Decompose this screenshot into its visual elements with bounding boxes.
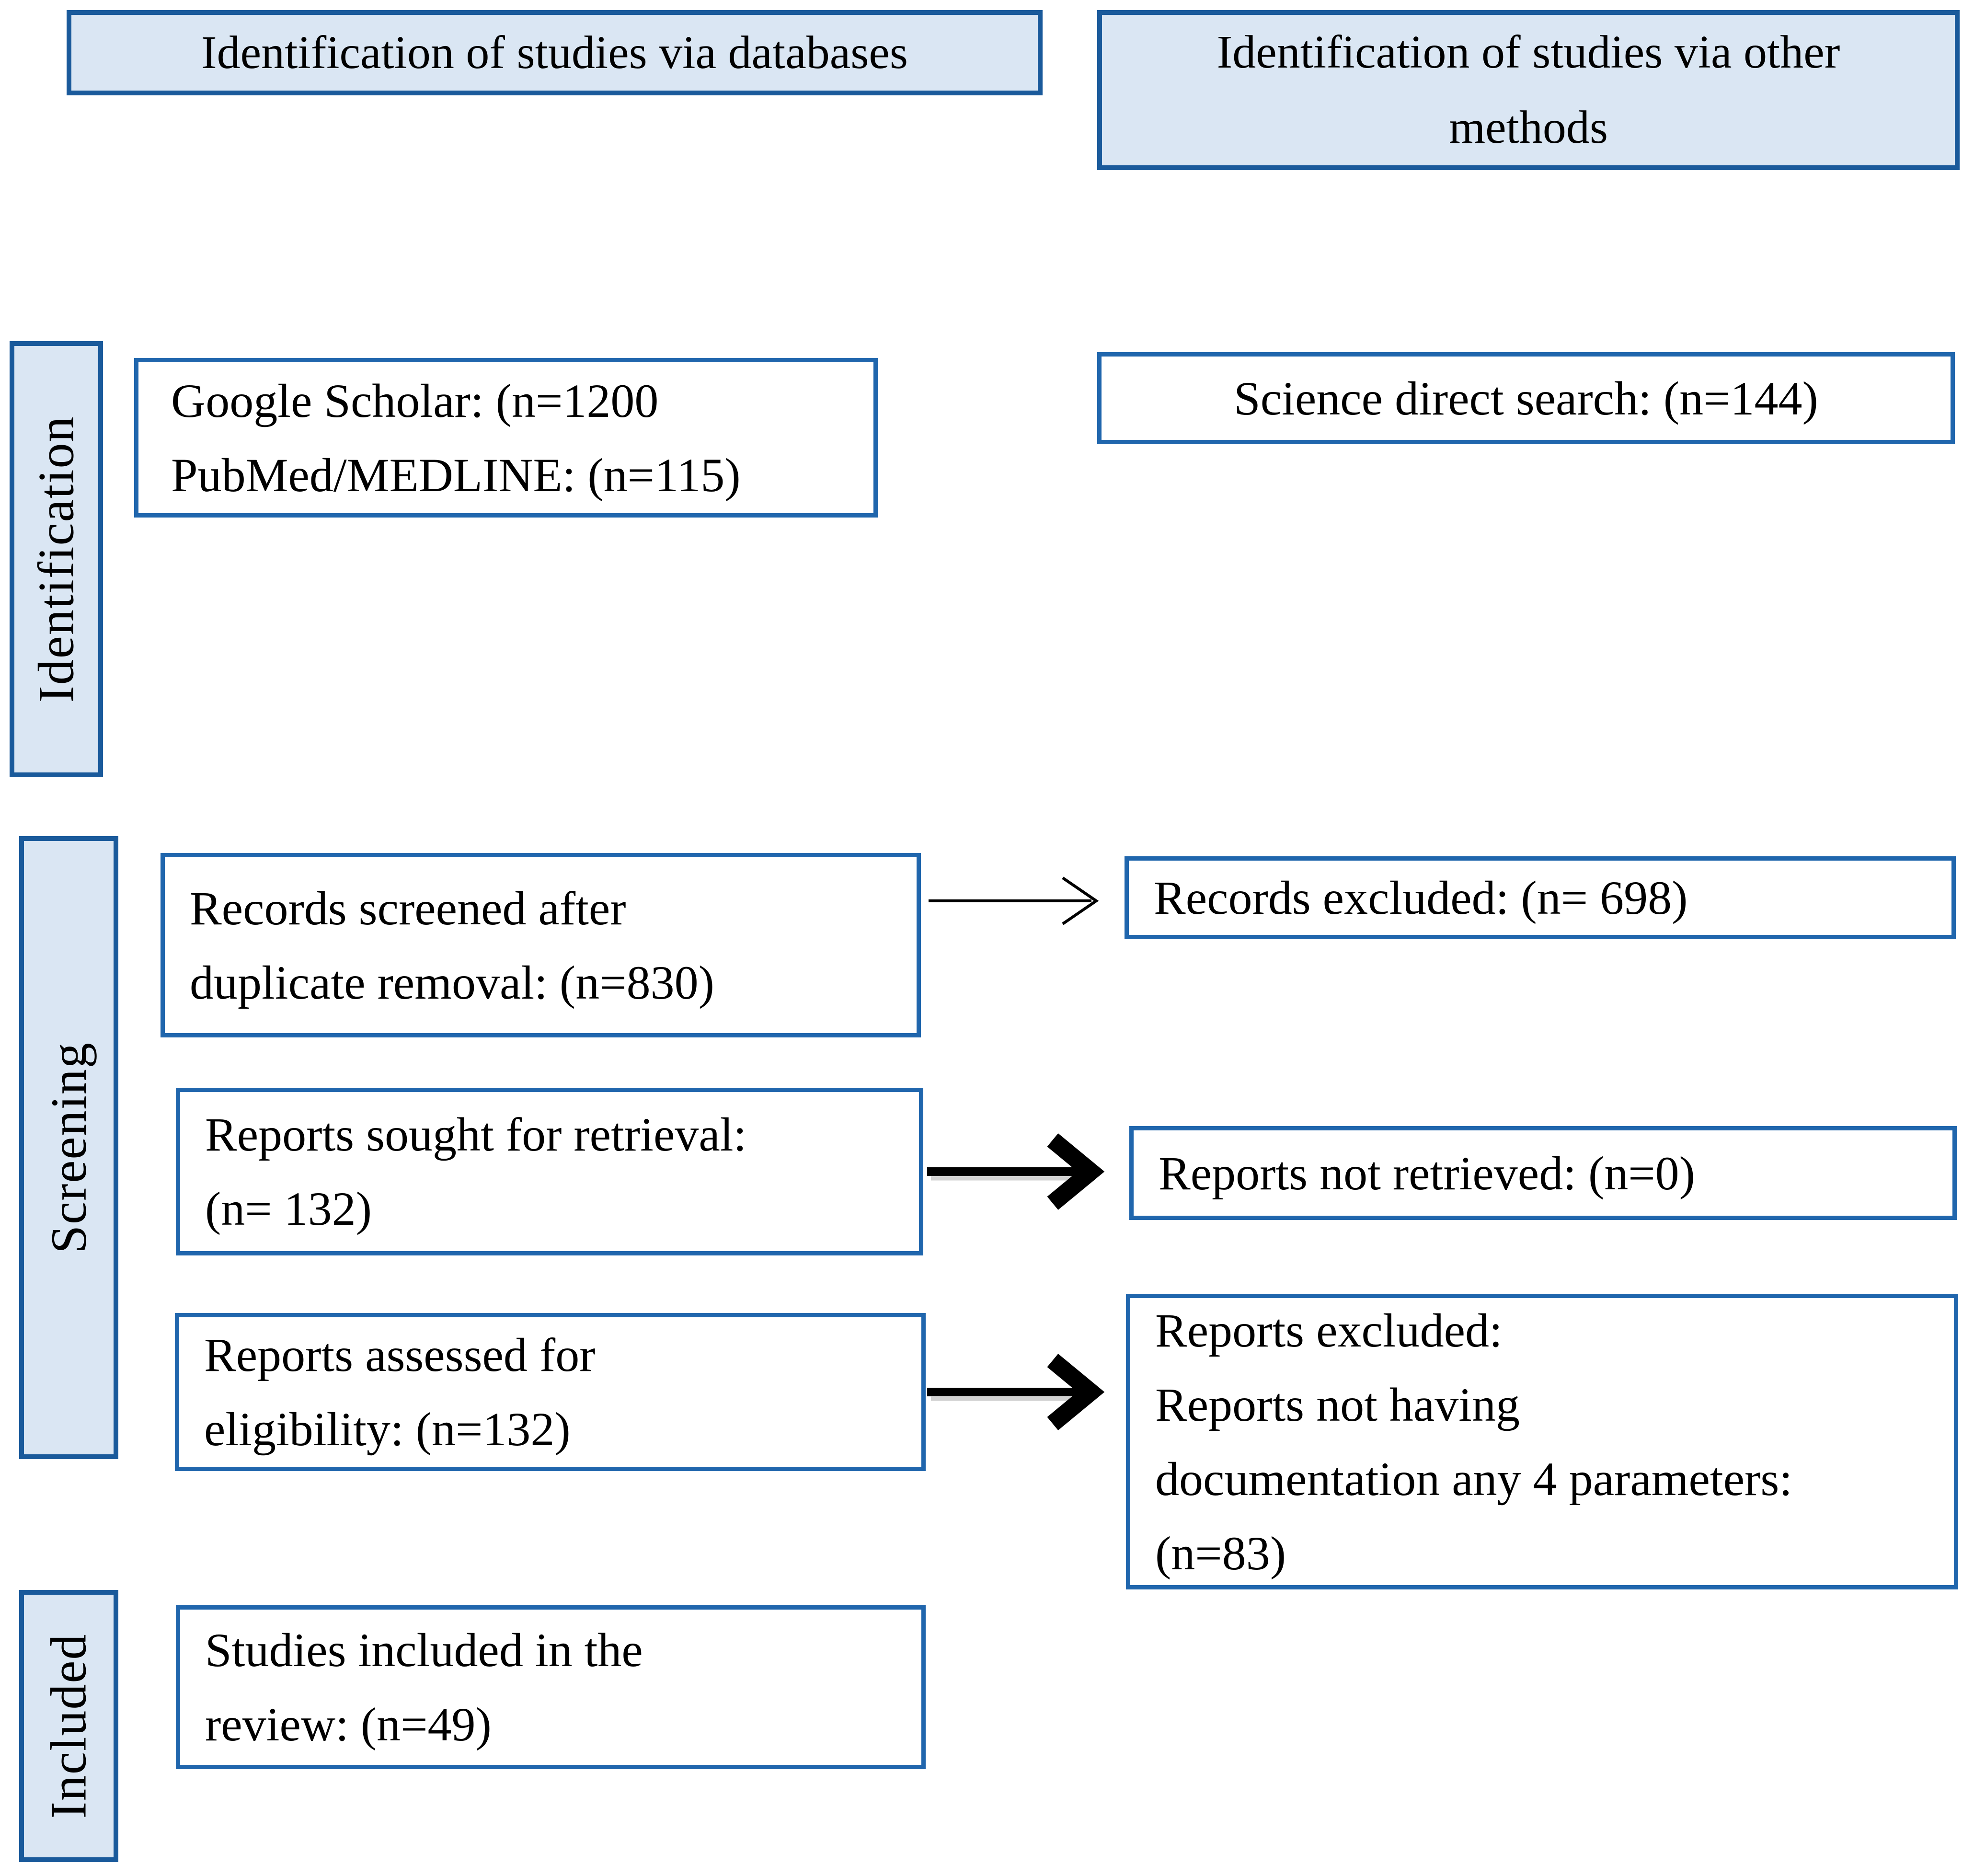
box-records-screened: Records screened after duplicate removal… (161, 853, 921, 1037)
box-records-screened-text: Records screened after duplicate removal… (190, 881, 714, 1009)
sidebar-identification-label: Identification (28, 415, 84, 703)
sidebar-screening: Screening (19, 836, 118, 1459)
thick-right-arrow-icon (927, 1133, 1105, 1210)
box-records-excluded-text: Records excluded: (n= 698) (1154, 871, 1688, 924)
header-databases: Identification of studies via databases (67, 10, 1043, 95)
sidebar-included: Included (19, 1590, 118, 1862)
thick-right-arrow-icon (927, 1354, 1105, 1430)
box-reports-excluded-text: Reports excluded: Reports not having doc… (1155, 1303, 1793, 1580)
box-reports-sought-text: Reports sought for retrieval: (n= 132) (205, 1108, 747, 1235)
header-other-methods-label: Identification of studies via other meth… (1217, 26, 1840, 153)
box-other-search: Science direct search: (n=144) (1097, 352, 1955, 444)
box-reports-sought: Reports sought for retrieval: (n= 132) (176, 1088, 923, 1255)
box-database-search: Google Scholar: (n=1200 PubMed/MEDLINE: … (134, 358, 878, 518)
header-other-methods: Identification of studies via other meth… (1097, 10, 1960, 170)
header-databases-label: Identification of studies via databases (201, 26, 908, 79)
sidebar-identification: Identification (10, 341, 103, 777)
box-studies-included: Studies included in the review: (n=49) (176, 1605, 926, 1769)
sidebar-included-label: Included (40, 1633, 97, 1819)
box-reports-not-retrieved: Reports not retrieved: (n=0) (1129, 1126, 1957, 1220)
thin-right-arrow-icon (929, 876, 1099, 925)
box-reports-assessed: Reports assessed for eligibility: (n=132… (175, 1313, 926, 1471)
box-other-search-text: Science direct search: (n=144) (1234, 371, 1818, 425)
box-reports-assessed-text: Reports assessed for eligibility: (n=132… (204, 1328, 596, 1456)
box-records-excluded: Records excluded: (n= 698) (1125, 856, 1956, 939)
box-studies-included-text: Studies included in the review: (n=49) (205, 1623, 643, 1751)
box-reports-excluded: Reports excluded: Reports not having doc… (1126, 1294, 1958, 1589)
box-database-search-text: Google Scholar: (n=1200 PubMed/MEDLINE: … (171, 374, 741, 502)
box-reports-not-retrieved-text: Reports not retrieved: (n=0) (1159, 1146, 1695, 1200)
sidebar-screening-label: Screening (40, 1042, 97, 1254)
